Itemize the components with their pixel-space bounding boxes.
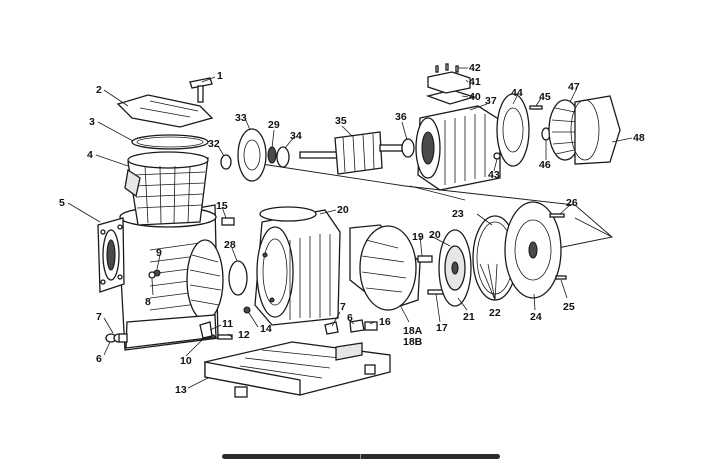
label-25: 25 xyxy=(563,301,575,313)
terminal-box xyxy=(425,63,477,105)
label-12: 12 xyxy=(238,329,250,341)
fan-cover xyxy=(570,95,621,165)
horizontal-scrollbar[interactable] xyxy=(222,454,500,459)
label-8: 8 xyxy=(145,296,151,308)
diffuser xyxy=(349,224,421,311)
seal-32 xyxy=(220,154,232,170)
seal-plate xyxy=(504,201,562,299)
label-42: 42 xyxy=(469,62,481,74)
lid-o-ring xyxy=(131,134,209,150)
leader-lines xyxy=(67,67,633,389)
label-40: 40 xyxy=(469,91,481,103)
impeller xyxy=(438,229,472,307)
rotor-35 xyxy=(299,131,403,175)
bracket-33 xyxy=(237,128,267,182)
strainer-lid xyxy=(116,94,214,128)
washer-8 xyxy=(148,271,156,279)
screw-26 xyxy=(549,213,565,218)
label-32: 32 xyxy=(208,138,220,150)
label-22: 22 xyxy=(489,307,501,319)
label-45: 45 xyxy=(539,91,551,103)
label-2: 2 xyxy=(96,84,102,96)
ring-29 xyxy=(267,146,277,164)
label-19: 19 xyxy=(412,231,424,243)
drain-plug-15 xyxy=(221,217,235,226)
label-48: 48 xyxy=(633,132,645,144)
scrollbar-divider xyxy=(360,454,361,459)
base-plate xyxy=(204,341,391,398)
label-16: 16 xyxy=(379,316,391,328)
label-11: 11 xyxy=(222,318,233,330)
label-37: 37 xyxy=(485,95,497,107)
label-10: 10 xyxy=(180,355,192,367)
label-18b: 18B xyxy=(403,336,423,348)
screw-45 xyxy=(529,105,543,110)
label-7-left: 7 xyxy=(96,311,102,323)
o-ring-28 xyxy=(228,260,248,296)
label-44: 44 xyxy=(511,87,523,99)
label-7-casing: 7 xyxy=(340,301,346,313)
label-29: 29 xyxy=(268,119,280,131)
label-47: 47 xyxy=(568,81,580,93)
label-15: 15 xyxy=(216,200,228,212)
label-1: 1 xyxy=(217,70,223,82)
screw-25 xyxy=(555,275,567,280)
seal-43 xyxy=(493,152,501,160)
label-5: 5 xyxy=(59,197,65,209)
bottom-screws xyxy=(199,321,233,340)
label-13: 13 xyxy=(175,384,187,396)
key-16 xyxy=(364,321,378,331)
drain-plug-left xyxy=(105,333,128,343)
shaft-stub-19 xyxy=(417,255,433,263)
lid-screw xyxy=(189,77,213,103)
label-9: 9 xyxy=(156,247,162,259)
label-14: 14 xyxy=(260,323,272,335)
assembly-axis-lines xyxy=(254,162,613,251)
label-21: 21 xyxy=(463,311,475,323)
label-20-impeller: 20 xyxy=(429,229,441,241)
label-46: 46 xyxy=(539,159,551,171)
label-6-casing: 6 xyxy=(347,312,353,324)
label-41: 41 xyxy=(469,76,481,88)
label-20-casing: 20 xyxy=(337,204,349,216)
pump-casing xyxy=(254,206,341,326)
bearing-34 xyxy=(276,146,290,168)
label-23: 23 xyxy=(452,208,464,220)
label-26: 26 xyxy=(566,197,578,209)
label-4: 4 xyxy=(87,149,93,161)
bearing-36 xyxy=(401,138,415,158)
label-28: 28 xyxy=(224,239,236,251)
part-number-labels: 1 2 3 4 5 7 6 8 9 10 11 12 13 14 15 16 1… xyxy=(59,62,645,396)
casing-washer xyxy=(349,319,365,333)
label-34: 34 xyxy=(290,130,302,142)
label-33: 33 xyxy=(235,112,247,124)
label-18a: 18A xyxy=(403,325,423,337)
label-24: 24 xyxy=(530,311,542,323)
casing-plug xyxy=(324,321,339,335)
label-3: 3 xyxy=(89,116,95,128)
label-36: 36 xyxy=(395,111,407,123)
screw-14 xyxy=(243,306,251,314)
label-43: 43 xyxy=(488,169,500,181)
label-6-left: 6 xyxy=(96,353,102,365)
motor-stator xyxy=(415,105,501,191)
end-shield xyxy=(496,93,530,167)
label-35: 35 xyxy=(335,115,347,127)
label-17: 17 xyxy=(436,322,448,334)
strainer-basket xyxy=(124,151,209,226)
